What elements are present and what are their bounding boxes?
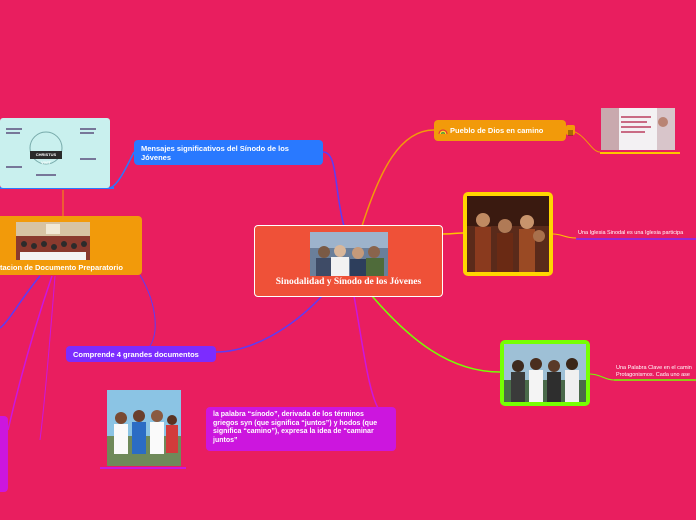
- note-iglesia-sinodal[interactable]: Una Iglesia Sinodal es una Iglesia parti…: [578, 230, 684, 236]
- topic-sinodo-definicion-label: la palabra “sínodo”, derivada de los tér…: [213, 411, 378, 444]
- note-palabra-clave-2[interactable]: Protagonismos. Cada uno ase: [616, 372, 690, 378]
- topic-comprende[interactable]: Comprende 4 grandes documentos: [66, 346, 216, 362]
- topic-comprende-label: Comprende 4 grandes documentos: [73, 350, 199, 359]
- pope-youth-photo: [310, 232, 388, 276]
- topic-pueblo[interactable]: Pueblo de Dios en camino: [434, 120, 566, 141]
- infographic-title: CHRISTUS VIVIT: [35, 152, 57, 165]
- topic-mensajes-label: Mensajes significativos del Sínodo de lo…: [141, 144, 289, 162]
- partial-node-left[interactable]: [0, 416, 8, 492]
- image-node-youth[interactable]: [500, 340, 590, 406]
- topic-presentacion-label: tacion de Documento Preparatorio: [0, 263, 123, 272]
- note-palabra-clave-1[interactable]: Una Palabra Clave en el camin: [616, 365, 692, 371]
- rainbow-icon: [438, 127, 448, 135]
- topic-sinodo-definicion[interactable]: la palabra “sínodo”, derivada de los tér…: [206, 407, 396, 451]
- image-node-biblical[interactable]: [463, 192, 553, 276]
- topic-mensajes[interactable]: Mensajes significativos del Sínodo de lo…: [134, 140, 323, 165]
- audience-photo: [16, 222, 90, 260]
- central-title: Sinodalidad y Sínodo de los Jóvenes: [275, 277, 422, 287]
- christus-vivit-infographic: CHRISTUS VIVIT: [0, 118, 110, 188]
- youth-group-photo: [107, 390, 181, 466]
- notes-icon[interactable]: [566, 125, 575, 136]
- central-topic[interactable]: Sinodalidad y Sínodo de los Jóvenes: [254, 225, 443, 297]
- pueblo-image: [601, 108, 675, 150]
- topic-pueblo-label: Pueblo de Dios en camino: [450, 126, 544, 135]
- topic-presentacion[interactable]: tacion de Documento Preparatorio: [0, 216, 142, 275]
